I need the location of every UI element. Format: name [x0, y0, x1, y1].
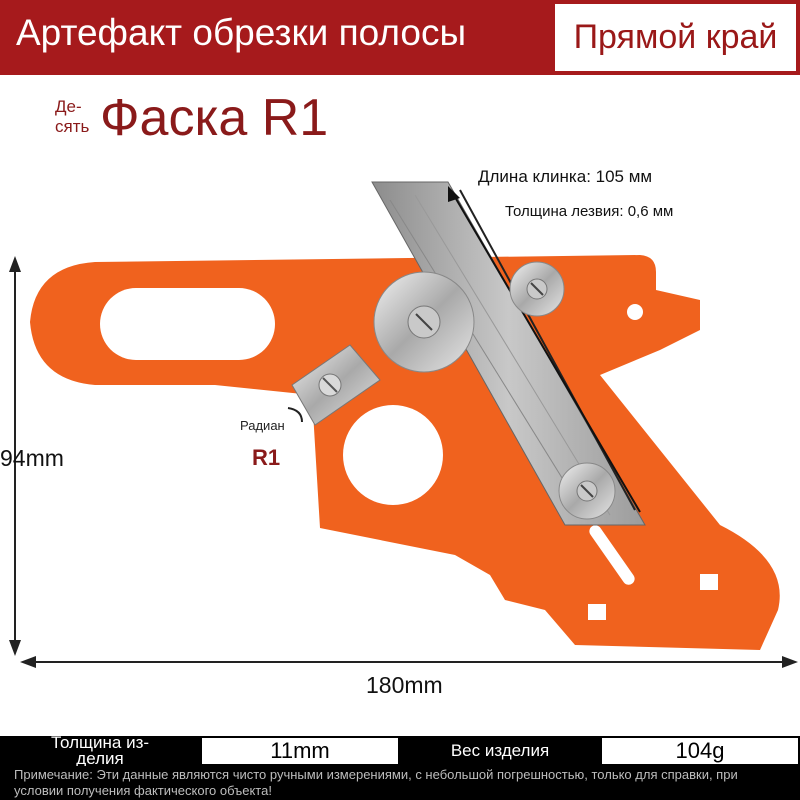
- guide-slot: [589, 525, 635, 585]
- weight-value: 104g: [600, 736, 800, 766]
- lower-bearing: [558, 462, 616, 520]
- blade-thickness-label: Толщина лезвия: 0,6 мм: [505, 203, 674, 220]
- blade: [371, 181, 646, 526]
- blade-length-label: Длина клинка: 105 мм: [478, 167, 653, 186]
- subtitle-prefix: Де- сять: [55, 97, 90, 136]
- corner-cutter-insert: [291, 344, 381, 426]
- thickness-label-text: Толщина из- делия: [50, 736, 150, 766]
- square-hole: [700, 574, 718, 590]
- header-banner: Артефакт обрезки полосы Прямой край: [0, 0, 800, 75]
- radius-indicator: [287, 407, 303, 423]
- weight-label: Вес изделия: [450, 741, 550, 760]
- straight-edge-badge: Прямой край: [555, 4, 796, 71]
- thickness-value: 11mm: [200, 736, 400, 766]
- upper-bearing: [509, 261, 565, 317]
- measurement-note: Примечание: Эти данные являются чисто ру…: [0, 766, 800, 800]
- width-dimension-label: 180mm: [366, 672, 443, 698]
- corner-hole: [627, 304, 643, 320]
- large-bearing: [373, 271, 475, 373]
- thickness-label: Толщина из- делия: [0, 736, 200, 766]
- page-title: Артефакт обрезки полосы: [16, 12, 467, 53]
- height-dimension-line: [9, 256, 21, 656]
- radius-label: Радиан: [240, 418, 285, 433]
- square-hole: [588, 604, 606, 620]
- width-dimension-line: [20, 656, 798, 668]
- handle-slot: [100, 288, 275, 360]
- tool-hole: [343, 405, 443, 505]
- blade-length-arrow: [448, 186, 641, 513]
- height-dimension-label: 94mm: [0, 445, 64, 471]
- radius-value: R1: [252, 445, 281, 470]
- spec-table: Толщина из- делия 11mm Вес изделия 104g: [0, 736, 800, 766]
- subtitle-chamfer: Фаска R1: [100, 89, 329, 147]
